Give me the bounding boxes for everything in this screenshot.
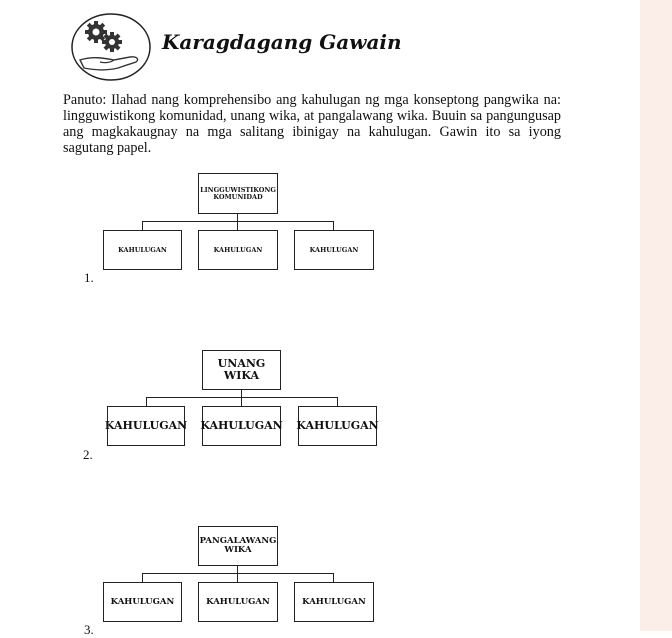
connector [146,397,147,406]
diagram-2-child-box: KAHULUGAN [296,406,379,446]
page-title: Karagdagang Gawain [162,30,402,54]
diagram-1-child-box: KAHULUGAN [198,230,278,270]
connector [241,397,242,406]
page-margin-band [640,0,672,631]
connector [241,390,242,398]
connector [237,566,238,574]
diagram-1-top-box: LINGGUWISTIKONG KOMUNIDAD [198,173,278,214]
connector [237,573,238,582]
diagram-3-child-box: KAHULUGAN [294,582,374,622]
connector [237,214,238,222]
connector [333,573,334,582]
diagram-2-child-box: KAHULUGAN [200,406,283,446]
diagram-3-child-box: KAHULUGAN [103,582,182,622]
connector [142,221,334,222]
instructions-paragraph: Panuto: Ilahad nang komprehensibo ang ka… [63,92,561,156]
diagram-1-child-box: KAHULUGAN [103,230,182,270]
connector [142,573,334,574]
diagram-1-child-box: KAHULUGAN [294,230,374,270]
connector [146,397,338,398]
connector [142,573,143,582]
diagram-3-child-box: KAHULUGAN [198,582,278,622]
connector [333,221,334,230]
connector [142,221,143,230]
diagram-2-top-box: UNANG WIKA [202,350,281,390]
diagram-1-number: 1. [84,270,94,285]
gears-in-hand-icon [71,13,151,81]
connector [337,397,338,406]
connector [237,221,238,230]
diagram-2-number: 2. [83,447,93,462]
diagram-3-number: 3. [84,622,94,637]
diagram-3-top-box: PANGALAWANG WIKA [198,526,278,566]
diagram-2-child-box: KAHULUGAN [105,406,187,446]
